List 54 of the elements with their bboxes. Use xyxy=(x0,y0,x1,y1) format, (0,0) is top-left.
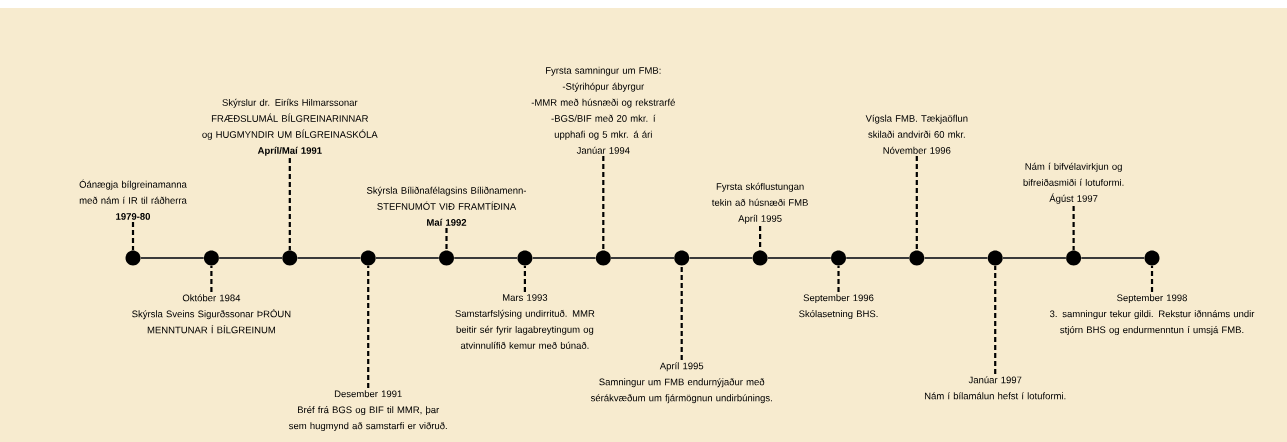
leader-line xyxy=(1150,265,1154,292)
timeline-dot xyxy=(1066,250,1082,266)
timeline-segment xyxy=(1080,257,1146,259)
timeline-dot xyxy=(517,250,533,266)
timeline-dot xyxy=(125,250,141,266)
leader-line xyxy=(367,265,370,388)
event-text: Skýrslur dr. Eiríks Hilmarssonar FRÆÐSLUMÁL BÍLGREINARINNAR og HUGMYNDIR UM BÍLGREINASKÓLA Apríl/Maí 1991 xyxy=(202,98,378,156)
leader-line xyxy=(994,265,997,374)
timeline-dot xyxy=(203,250,219,266)
leader-line xyxy=(1072,206,1075,251)
leader-line xyxy=(210,265,213,292)
event-text: Fyrsta skóflustungan tekin að húsnæði FMB Apríl 1995 xyxy=(711,182,808,224)
timeline-segment xyxy=(453,257,519,259)
leader-line xyxy=(680,265,683,360)
event-text: Janúar 1997 Nám í bílamálun hefst í lotuformi. xyxy=(925,376,1066,400)
timeline-segment xyxy=(218,257,284,259)
event-text: September 1998 3. samningur tekur gildi. Rekstur iðnnáms undir stjórn BHS og endurmenntun í umsjá FMB. xyxy=(1049,294,1255,336)
event-text: Apríl 1995 Samningur um FMB endurnýjaður með sérákvæðum um fjármögnun undirbúnings. xyxy=(590,362,772,404)
event-text: Skýrsla Bíliðnafélagsins Bíliðnamenn-STEFNUMÓT VIÐ FRAMTÍÐINA Maí 1992 xyxy=(366,186,527,226)
event-text: Mars 1993 Samstarfslýsing undirrituð. MMR beitir sér fyrir lagabreytingum og atvinnulífið kemur með búnað. xyxy=(455,294,595,349)
event-text: Óánægja bílgreinamanna með nám í IR til ráðherra 1979-80 xyxy=(79,179,187,220)
timeline-dot xyxy=(439,250,454,266)
timeline-dot xyxy=(360,250,376,266)
event-text: September 1996 Skólasetning BHS. xyxy=(799,294,878,320)
timeline-dot xyxy=(831,250,846,266)
timeline-segment xyxy=(766,257,832,259)
leader-line xyxy=(602,156,605,251)
event-text: Vígsla FMB. Tækjaöflun skilaði andvirði 60 mkr. Nóvember 1996 xyxy=(865,114,968,154)
event-text: Október 1984 Skýrsla Sveins Sigurðssonar ÞRÓUN MENNTUNAR Í BÍLGREINUM xyxy=(132,294,291,334)
event-text: Desember 1991 Bréf frá BGS og BIF til MMR, þar sem hugmynd að samstarfi er viðruð. xyxy=(289,390,447,432)
timeline-segment xyxy=(845,257,911,259)
timeline-segment xyxy=(139,257,205,259)
timeline-segment xyxy=(688,257,754,259)
timeline-dot xyxy=(909,250,925,266)
timeline-dot xyxy=(987,250,1003,266)
timeline-segment xyxy=(374,257,440,259)
timeline-segment xyxy=(531,257,597,259)
event-text: Nám í bifvélavirkjun og bifreiðasmiði í lotuformi. Ágúst 1997 xyxy=(1023,162,1124,204)
timeline-segment xyxy=(1001,257,1067,259)
timeline-segment xyxy=(610,257,675,259)
timeline-dot xyxy=(282,250,298,266)
timeline-dot xyxy=(1144,250,1160,266)
leader-line xyxy=(445,228,448,251)
timeline-dot xyxy=(752,250,768,266)
timeline-segment xyxy=(923,257,989,259)
leader-line xyxy=(523,265,526,292)
timeline-dot xyxy=(674,250,690,266)
leader-line xyxy=(837,265,840,292)
leader-line xyxy=(288,158,291,251)
leader-line xyxy=(131,222,135,251)
event-text: Fyrsta samningur um FMB: -Stýrihópur ábyrgur -MMR með húsnæði og rekstrarfé -BGS/BIF með 20 mkr. í upphafi og 5 mkr. á ári Janúar 1994 xyxy=(531,66,675,154)
timeline-segment xyxy=(296,257,362,259)
timeline-dot xyxy=(595,250,611,266)
leader-line xyxy=(915,156,918,251)
